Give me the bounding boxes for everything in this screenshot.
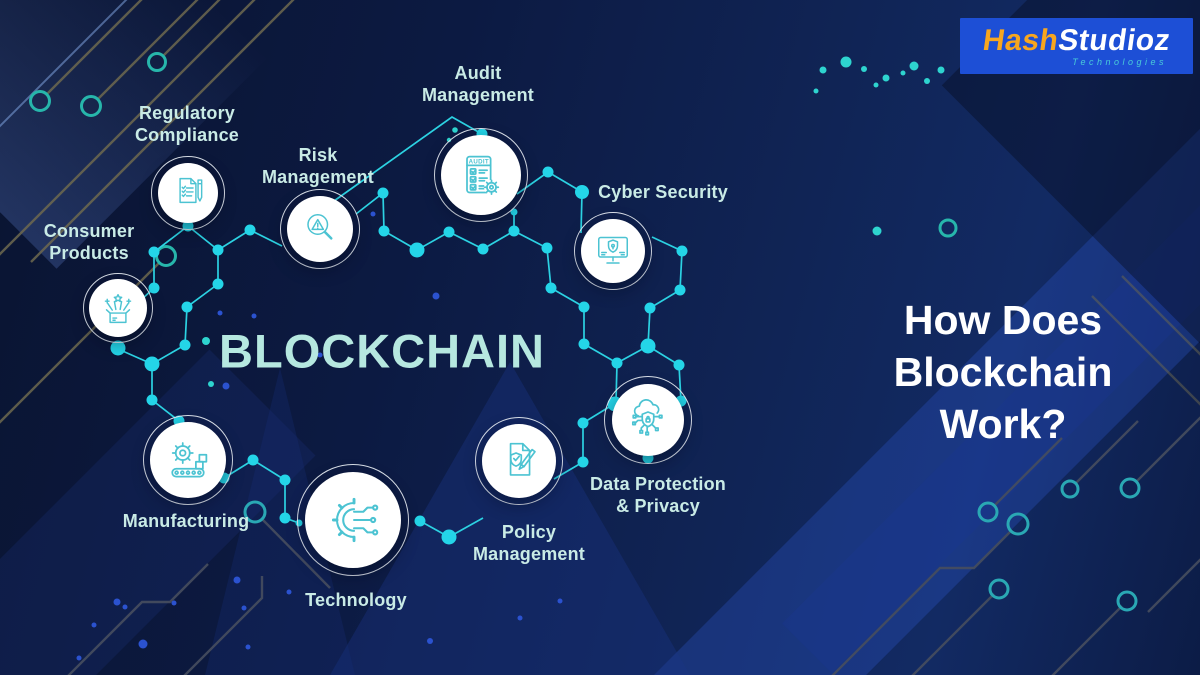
monitor-shield-icon [598, 236, 628, 264]
label-policy-management: Policy Management [472, 522, 586, 564]
audit-checklist-gear-icon: AUDIT [466, 155, 500, 195]
label-regulatory-compliance: Regulatory Compliance [134, 103, 240, 145]
brand-hash: Hash [980, 23, 1061, 57]
node-cyber-security [574, 212, 652, 290]
label-audit-management: Audit Management [421, 63, 535, 105]
brand-logo: HashStudioz Technologies [960, 18, 1193, 74]
center-blockchain-label: BLOCKCHAIN [219, 324, 545, 378]
node-audit-management: AUDIT [434, 128, 528, 222]
node-risk-management [280, 189, 360, 269]
document-shield-pen-icon [509, 442, 536, 476]
label-consumer-products: Consumer Products [43, 221, 135, 263]
gear-conveyor-icon [171, 442, 208, 478]
node-technology [297, 464, 409, 576]
node-policy-management [475, 417, 563, 505]
page-title-line2: Blockchain Work? [893, 349, 1113, 447]
label-technology: Technology [305, 590, 407, 610]
node-regulatory-compliance [151, 156, 225, 230]
brand-wordmark: HashStudioz [980, 23, 1173, 57]
node-manufacturing [143, 415, 233, 505]
document-pencil-icon [179, 177, 203, 204]
page-title: How Does Blockchain Work? [894, 294, 1113, 450]
magnifier-warning-icon [307, 214, 333, 240]
label-data-protection-privacy: Data Protection & Privacy [589, 474, 727, 516]
page-title-line1: How Does [903, 297, 1103, 343]
bg-stripe-topleft-line [0, 0, 133, 129]
gear-circuit-icon [331, 497, 379, 543]
audit-icon-label: AUDIT [469, 158, 489, 165]
node-consumer-products [83, 273, 153, 343]
brand-studioz: Studioz [1056, 23, 1173, 57]
open-box-burst-icon [104, 293, 132, 324]
label-risk-management: Risk Management [261, 145, 375, 187]
label-cyber-security: Cyber Security [598, 182, 728, 202]
node-data-protection-privacy [604, 376, 692, 464]
brand-tagline: Technologies [1072, 56, 1167, 67]
label-manufacturing: Manufacturing [122, 511, 250, 531]
cloud-shield-lock-icon [631, 399, 663, 436]
